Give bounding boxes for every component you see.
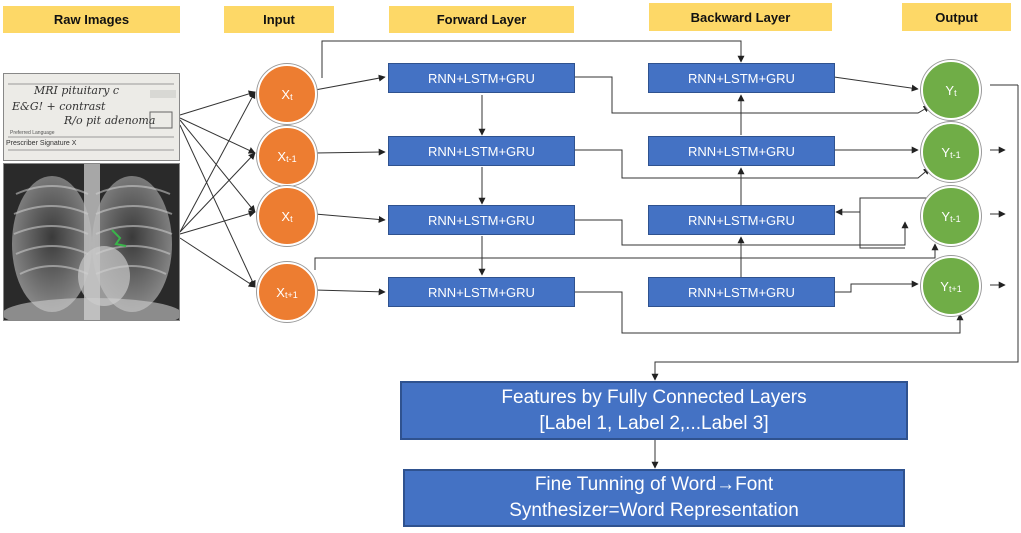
synthesizer-box-line-1: Fine Tunning of Word→Font (534, 474, 774, 495)
edge-image-to-input (179, 117, 256, 154)
chest-xray-image (3, 163, 180, 321)
edge-backward-to-output (834, 280, 919, 293)
input-node-3-sub: t (290, 214, 293, 224)
input-node-4-base: X (276, 284, 285, 300)
edge-image-to-input (179, 152, 256, 233)
handwriting-line-1: MRI pituitary c (34, 84, 120, 97)
edge-forward-to-output (574, 149, 931, 179)
input-node-3-base: X (281, 208, 291, 224)
edge-input-to-backward (321, 40, 745, 78)
form-preferred-language: Preferred Language (10, 130, 55, 136)
backward-block-3: RNN+LSTM+GRU (648, 205, 835, 235)
input-node-2-sub: t-1 (286, 154, 297, 164)
edge-forward-to-output (574, 219, 909, 246)
chest-xray-drawing (4, 164, 179, 320)
input-node-1-base: X (281, 86, 291, 102)
backward-block-4: RNN+LSTM+GRU (648, 277, 835, 307)
features-box-line-2: [Label 1, Label 2,...Label 3] (539, 412, 769, 434)
header-input: Input (224, 6, 334, 33)
output-node-1-sub: t (954, 88, 957, 98)
handwriting-line-3: R/o pit adenoma (64, 114, 156, 127)
synthesizer-box: Fine Tunning of Word→Font Synthesizer=Wo… (403, 469, 905, 527)
edge-image-to-input (179, 237, 256, 288)
edge-input-to-forward (314, 148, 386, 156)
output-node-1-base: Y (945, 82, 955, 98)
input-node-1-sub: t (290, 92, 293, 102)
synthesizer-box-line-2: Synthesizer=Word Representation (509, 500, 799, 521)
edge-backward-to-output (833, 76, 919, 92)
header-backward-layer: Backward Layer (649, 3, 832, 31)
edge-output-to-backward (835, 197, 930, 216)
form-signature-label: Prescriber Signature X (6, 140, 77, 147)
edge-image-to-input (179, 210, 256, 235)
output-node-4-sub: t+1 (948, 284, 962, 294)
edge-image-to-input (179, 91, 256, 233)
input-node-4-sub: t+1 (284, 290, 298, 300)
input-node-2-base: X (277, 148, 287, 164)
header-forward-layer: Forward Layer (389, 6, 574, 33)
backward-block-2: RNN+LSTM+GRU (648, 136, 835, 166)
prescription-image: MRI pituitary c E&G! + contrast R/o pit … (3, 73, 180, 161)
edge-forward-to-output (574, 291, 964, 334)
edge-output-to-backward (859, 212, 905, 249)
edge-input-to-forward (314, 213, 386, 223)
features-box: Features by Fully Connected Layers [Labe… (400, 381, 908, 440)
forward-block-1: RNN+LSTM+GRU (388, 63, 575, 93)
edge-image-to-input (179, 90, 256, 116)
edge-output-to-features (651, 85, 1019, 381)
output-node-3-base: Y (941, 208, 951, 224)
forward-block-4: RNN+LSTM+GRU (388, 277, 575, 307)
output-node-2-base: Y (941, 144, 951, 160)
output-node-2-sub: t-1 (950, 150, 961, 160)
forward-block-3: RNN+LSTM+GRU (388, 205, 575, 235)
edge-input-to-forward (314, 74, 386, 91)
handwriting-line-2: E&G! + contrast (12, 100, 106, 113)
backward-block-1: RNN+LSTM+GRU (648, 63, 835, 93)
header-raw-images: Raw Images (3, 6, 180, 33)
features-box-line-1: Features by Fully Connected Layers (501, 386, 807, 408)
output-node-3-sub: t-1 (950, 214, 961, 224)
edge-input-to-output (314, 243, 939, 270)
header-output: Output (902, 3, 1011, 31)
edge-image-to-input (179, 119, 256, 213)
forward-block-2: RNN+LSTM+GRU (388, 136, 575, 166)
output-node-4-base: Y (940, 278, 949, 294)
edge-forward-to-output (574, 76, 931, 114)
prescription-drawing (4, 74, 179, 160)
edge-input-to-forward (314, 288, 386, 296)
edge-image-to-input (179, 124, 256, 288)
